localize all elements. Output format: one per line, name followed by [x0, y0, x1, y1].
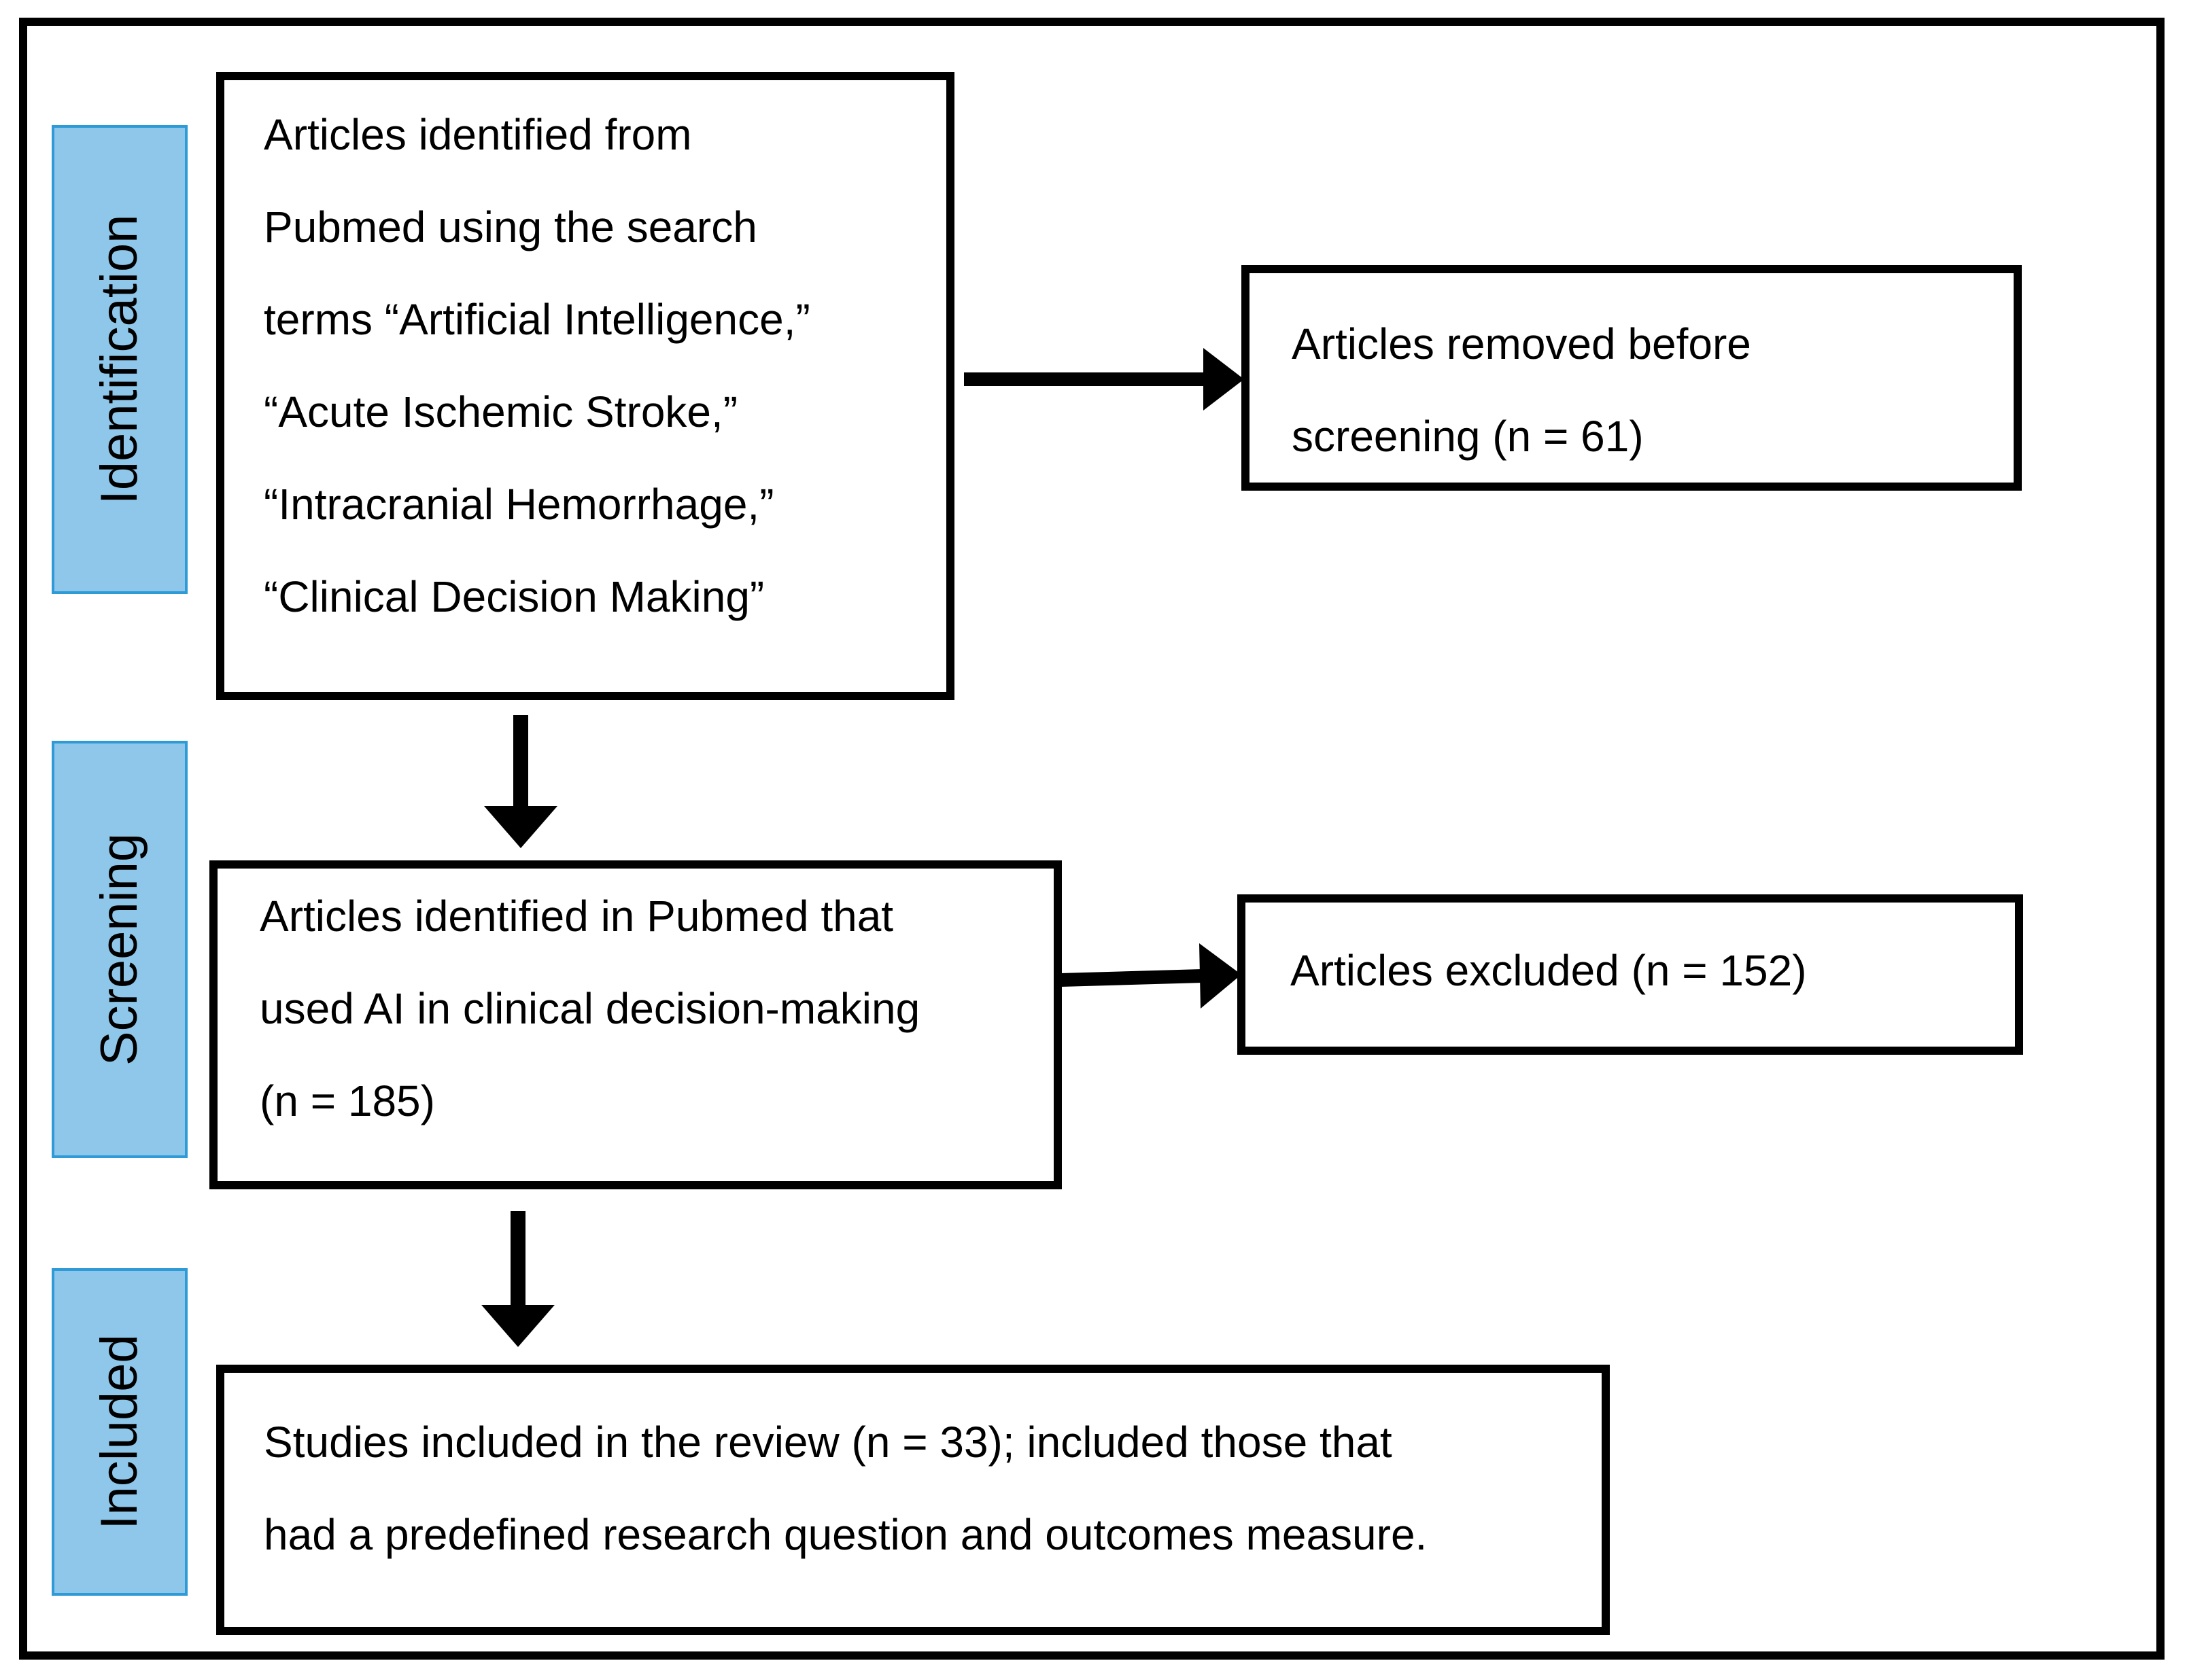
- arrow-identified-to-screened-head: [484, 806, 557, 848]
- removed-line: screening (n = 61): [1292, 412, 1644, 461]
- arrow-identified-to-removed-head: [1203, 348, 1244, 410]
- identified-line: “Intracranial Hemorrhage,”: [264, 480, 774, 529]
- arrow-screened-to-excluded-line: [1060, 969, 1203, 987]
- arrow-screened-to-included-head: [481, 1305, 555, 1347]
- identified-line: terms “Artificial Intelligence,”: [264, 295, 810, 344]
- excluded-box: Articles excluded (n = 152): [1237, 894, 2023, 1055]
- arrow-identified-to-removed: [964, 348, 1244, 410]
- included-text: Studies included in the review (n = 33);…: [264, 1396, 1427, 1581]
- diagram-frame: [19, 18, 2165, 1660]
- screened-box: Articles identified in Pubmed that used …: [209, 860, 1062, 1189]
- identified-line: Pubmed using the search: [264, 203, 757, 251]
- screened-line: (n = 185): [260, 1077, 435, 1125]
- removed-line: Articles removed before: [1292, 319, 1751, 368]
- stage-identification: Identification: [52, 125, 188, 594]
- identified-line: “Clinical Decision Making”: [264, 572, 765, 621]
- stage-included: Included: [52, 1268, 188, 1596]
- included-box: Studies included in the review (n = 33);…: [216, 1365, 1610, 1635]
- screened-line: used AI in clinical decision-making: [260, 984, 920, 1033]
- identified-box: Articles identified from Pubmed using th…: [216, 72, 954, 700]
- removed-text: Articles removed before screening (n = 6…: [1292, 298, 1751, 483]
- stage-screening: Screening: [52, 741, 188, 1158]
- identified-text: Articles identified from Pubmed using th…: [264, 88, 810, 643]
- arrow-screened-to-included: [481, 1211, 555, 1347]
- screened-text: Articles identified in Pubmed that used …: [260, 870, 920, 1147]
- identified-line: Articles identified from: [264, 110, 692, 159]
- screened-line: Articles identified in Pubmed that: [260, 892, 894, 941]
- arrow-screened-to-excluded: [1060, 943, 1241, 1009]
- arrow-identified-to-screened: [484, 715, 557, 848]
- removed-box: Articles removed before screening (n = 6…: [1241, 265, 2022, 491]
- identified-line: “Acute Ischemic Stroke,”: [264, 387, 738, 436]
- excluded-line: Articles excluded (n = 152): [1290, 946, 1807, 995]
- arrow-screened-to-excluded-head: [1199, 943, 1241, 1009]
- included-line: had a predefined research question and o…: [264, 1510, 1428, 1559]
- included-line: Studies included in the review (n = 33);…: [264, 1418, 1392, 1467]
- excluded-text: Articles excluded (n = 152): [1290, 924, 1807, 1017]
